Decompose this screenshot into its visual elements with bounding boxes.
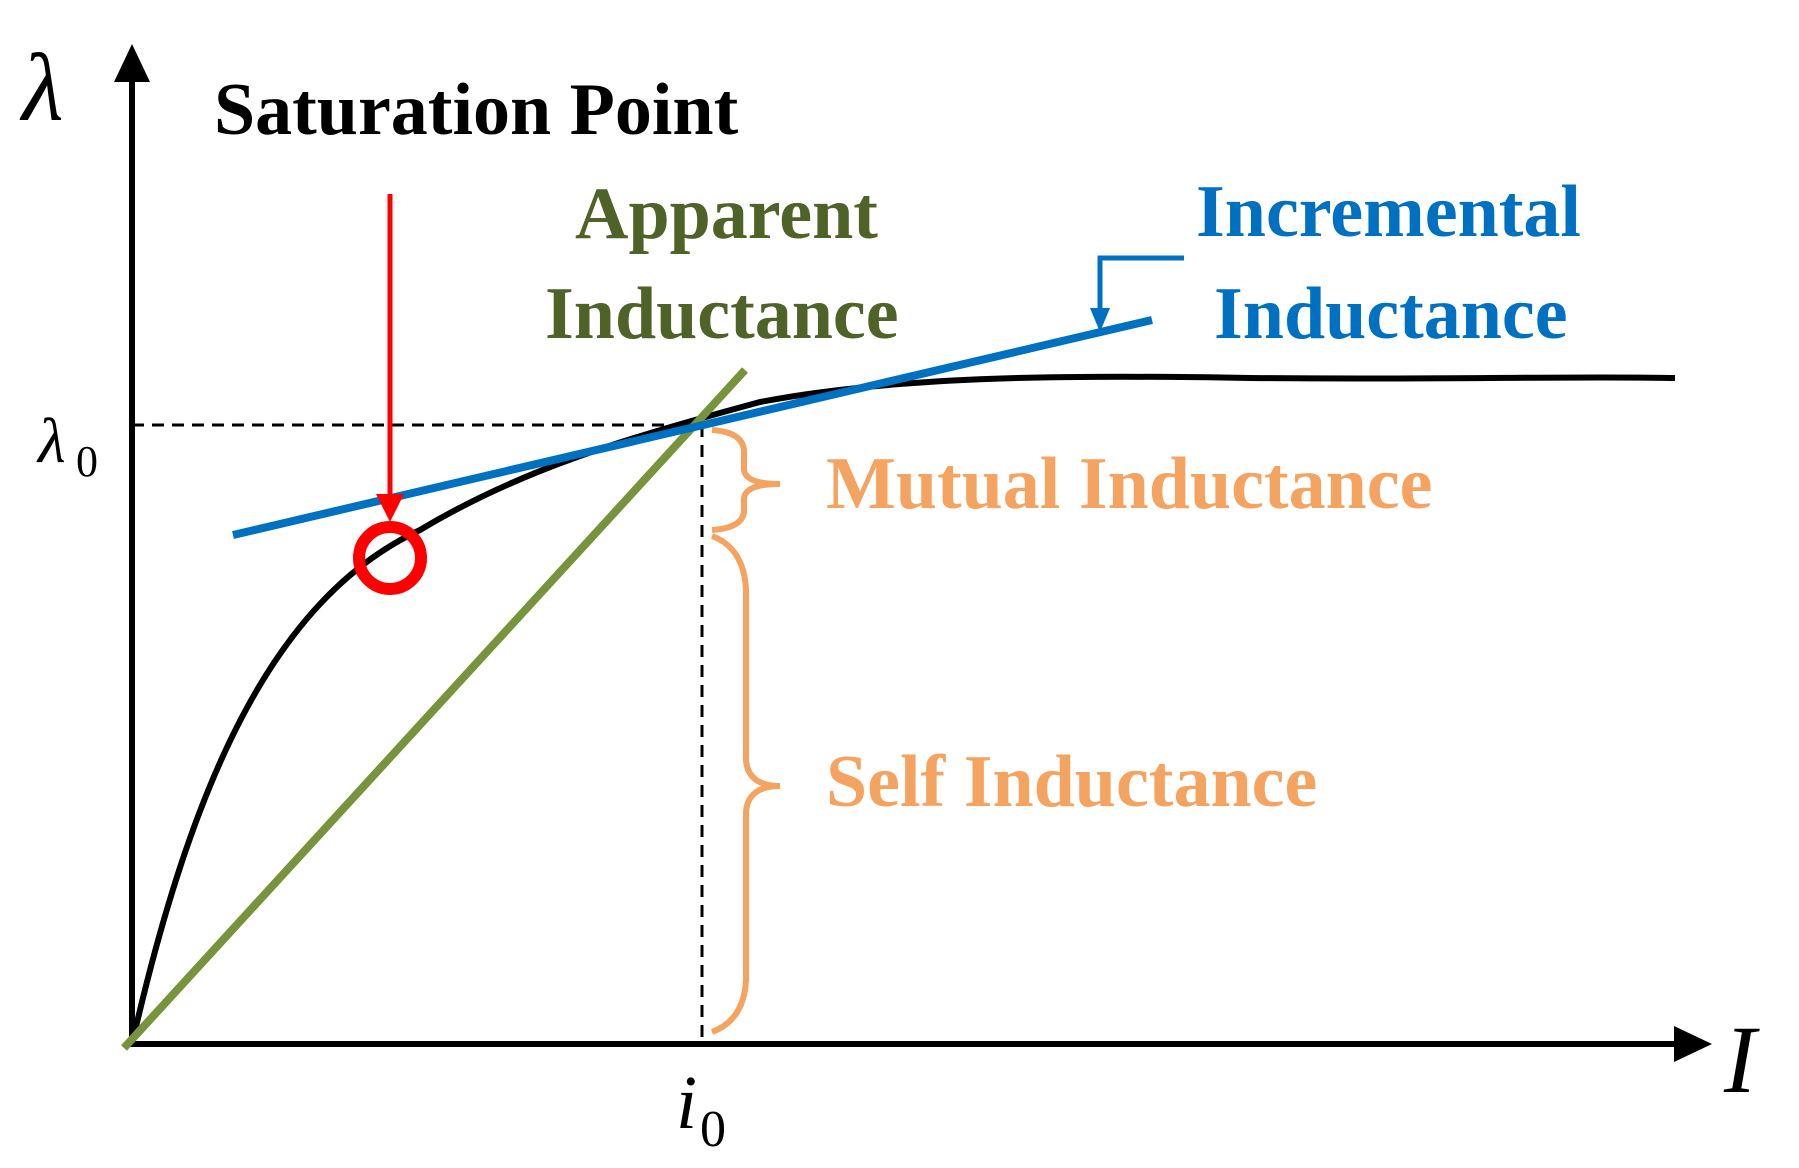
incremental-inductance-label-line1: Incremental (1196, 171, 1581, 253)
mutual-inductance-brace (711, 427, 781, 533)
apparent-inductance-line (121, 367, 748, 1051)
incremental-callout-leader (1097, 255, 1184, 318)
svg-text:λ: λ (36, 405, 66, 476)
x-tick-i0: i 0 (676, 1061, 726, 1158)
apparent-inductance-label-line2: Inductance (545, 273, 899, 355)
apparent-inductance-label-line1: Apparent (575, 173, 878, 255)
x-axis-label: I (1723, 1006, 1760, 1113)
mutual-inductance-label: Mutual Inductance (826, 443, 1432, 525)
incremental-inductance-label-line2: Inductance (1214, 273, 1568, 355)
svg-text:i: i (676, 1061, 697, 1145)
x-axis-arrowhead (1674, 1026, 1712, 1062)
magnetization-curve (129, 373, 1676, 1045)
axes (114, 44, 1712, 1062)
y-tick-lambda0: λ 0 (36, 405, 98, 486)
self-inductance-label: Self Inductance (826, 741, 1317, 823)
saturation-arrowhead (376, 494, 404, 522)
y-axis-label: λ (19, 34, 64, 141)
self-inductance-brace (710, 533, 781, 1035)
incremental-callout-arrowhead (1090, 308, 1110, 332)
svg-text:0: 0 (700, 1101, 726, 1158)
svg-text:0: 0 (76, 437, 98, 486)
saturation-point-marker (353, 521, 427, 595)
saturation-point-label: Saturation Point (214, 69, 739, 151)
y-axis-arrowhead (114, 44, 150, 82)
